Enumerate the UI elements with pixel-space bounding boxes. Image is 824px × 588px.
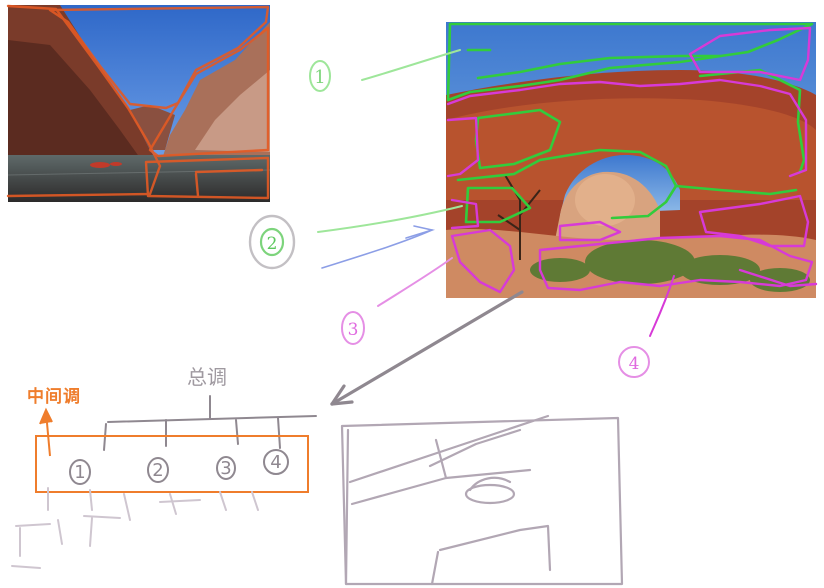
raft-marks	[90, 162, 122, 168]
svg-text:4: 4	[270, 452, 281, 473]
midtone-box	[35, 407, 309, 493]
svg-text:1: 1	[74, 462, 85, 483]
canyon-photo	[7, 5, 271, 202]
arch-magenta-outlines	[446, 26, 818, 294]
shrub-marks	[530, 240, 810, 292]
svg-text:1: 1	[314, 67, 325, 88]
arch-green-outlines	[446, 22, 814, 224]
hierarchy-tree: 总调 1 2 3 4	[69, 365, 317, 485]
numeral-marker-3: 3	[341, 311, 365, 345]
arch-photo	[446, 22, 816, 298]
canyon-orange-outlines	[6, 4, 270, 200]
pencil-scribbles	[11, 487, 259, 569]
svg-text:3: 3	[348, 320, 359, 340]
numeral-marker-4: 4	[618, 346, 650, 378]
svg-text:4: 4	[629, 354, 640, 374]
composition-sketch	[340, 414, 624, 586]
midtone-label: 中间调	[27, 387, 81, 407]
svg-text:3: 3	[220, 458, 231, 479]
numeral-marker-1: 1	[309, 60, 331, 92]
numeral-marker-2: 2	[248, 214, 296, 270]
svg-text:2: 2	[152, 460, 163, 481]
svg-text:2: 2	[267, 234, 278, 254]
leader-lines	[317, 49, 675, 406]
overall-label: 总调	[187, 365, 227, 389]
